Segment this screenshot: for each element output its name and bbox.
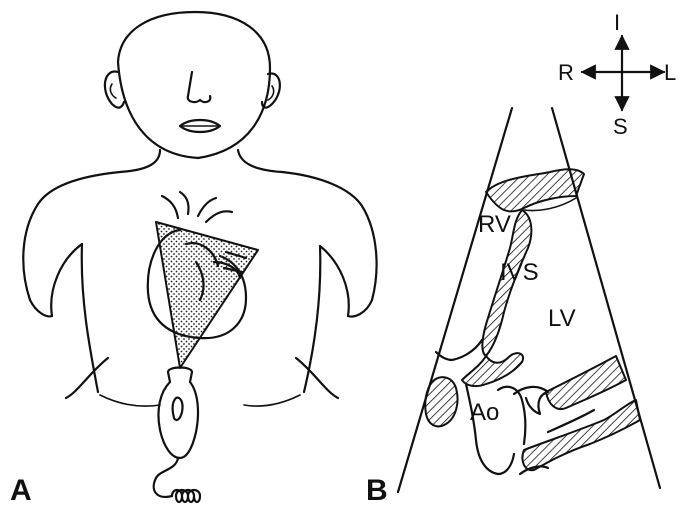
label-ao: Ao [470,399,499,426]
label-lv: LV [548,305,576,332]
orientation-right-label: L [664,60,676,85]
rib-line-left [66,358,108,398]
cable-coil [172,490,200,502]
panel-b-label: B [366,474,388,507]
orientation-bottom-label: S [613,114,628,139]
infant-head [118,12,270,158]
aortic-valve-leaflet [514,387,548,414]
panel-a-illustration [23,12,376,502]
label-ivs: IVS [500,259,539,286]
panel-a-label: A [10,474,32,507]
nose [188,72,211,102]
transducer-probe [158,368,198,459]
label-rv: RV [478,211,511,238]
panel-b-echo-sector [398,108,660,492]
aortic-root-outline [466,384,514,474]
posterior-lv-wall [546,356,626,409]
rib-line-right [296,358,338,398]
orientation-top-label: I [614,10,620,35]
orientation-left-label: R [558,60,574,85]
ultrasound-sector [156,222,258,368]
orientation-compass [582,36,664,110]
rv-anterior-wall [486,169,584,211]
anterior-aortic-wall [462,353,523,386]
left-lower-wall [425,377,457,426]
